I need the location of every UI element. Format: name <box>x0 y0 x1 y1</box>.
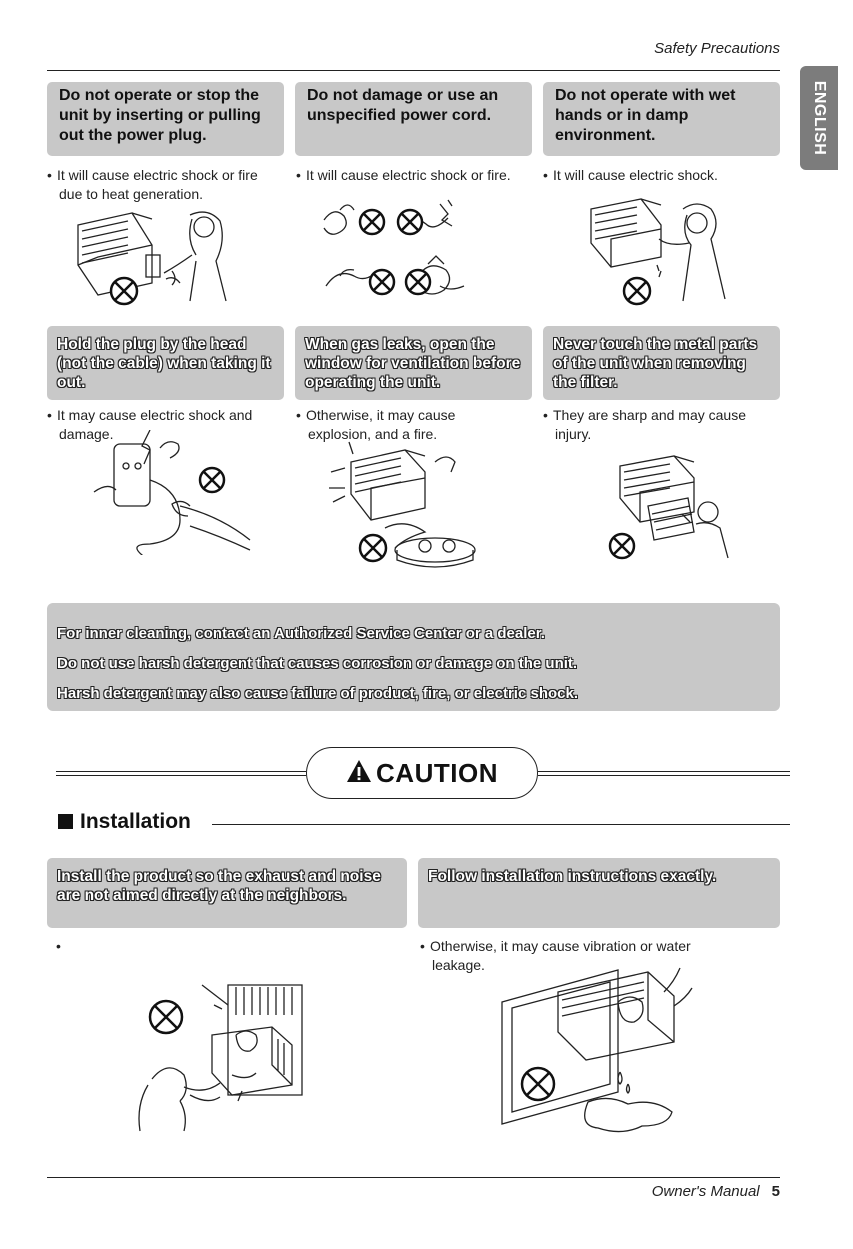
warning-box-metal-parts: Never touch the metal parts of the unit … <box>543 326 780 400</box>
language-tab-label: ENGLISH <box>811 80 828 156</box>
footer-divider <box>47 1177 780 1178</box>
language-tab: ENGLISH <box>800 66 838 170</box>
illustration-wet-hands <box>585 195 745 313</box>
warning-bullet: •It will cause electric shock or fire du… <box>47 167 258 202</box>
illustration-damaged-cord <box>320 190 490 305</box>
warning-bullet: •Otherwise, it may cause explosion, and … <box>296 407 456 442</box>
caution-rule-left <box>56 771 306 772</box>
caution-rule-right <box>538 771 790 772</box>
caution-title: Follow installation instructions exactly… <box>428 868 717 885</box>
warning-title: Do not damage or use an unspecified powe… <box>307 87 499 124</box>
illustration-plug-pull <box>72 205 242 315</box>
warning-triangle-icon <box>346 759 372 788</box>
warning-title: Hold the plug by the head (not the cable… <box>57 336 271 391</box>
illustration-water-leak <box>498 962 698 1140</box>
illustration-exhaust-neighbor <box>132 975 312 1135</box>
warning-bullet: •It will cause electric shock or fire. <box>296 167 511 183</box>
inner-cleaning-box: For inner cleaning, contact an Authorize… <box>47 603 780 711</box>
caution-bullet: •Otherwise, it may cause vibration or wa… <box>420 938 691 973</box>
page-number: 5 <box>771 1183 780 1200</box>
caution-box-follow-instructions: Follow installation instructions exactly… <box>418 858 780 928</box>
inner-cleaning-line-1: For inner cleaning, contact an Authorize… <box>57 625 545 642</box>
warning-title: Never touch the metal parts of the unit … <box>553 336 758 391</box>
caution-box-exhaust-noise: Install the product so the exhaust and n… <box>47 858 407 928</box>
illustration-pull-by-cable <box>90 430 260 555</box>
warning-box-power-plug: Do not operate or stop the unit by inser… <box>47 82 284 156</box>
caution-rule-left <box>56 775 306 776</box>
warning-box-wet-hands: Do not operate with wet hands or in damp… <box>543 82 780 156</box>
warning-box-gas-leak: When gas leaks, open the window for vent… <box>295 326 532 400</box>
warning-bullet: •It will cause electric shock. <box>543 167 718 183</box>
caution-label: CAUTION <box>376 757 498 788</box>
inner-cleaning-line-3: Harsh detergent may also cause failure o… <box>57 685 579 702</box>
illustration-gas-leak <box>325 432 490 572</box>
warning-bullet: •It may cause electric shock and damage. <box>47 407 253 442</box>
caution-banner: CAUTION <box>306 747 538 799</box>
warning-title: When gas leaks, open the window for vent… <box>305 336 521 391</box>
page-footer: Owner's Manual 5 <box>560 1183 780 1200</box>
warning-title: Do not operate or stop the unit by inser… <box>59 87 261 144</box>
warning-title: Do not operate with wet hands or in damp… <box>555 87 736 144</box>
caution-rule-right <box>538 775 790 776</box>
warning-bullet: •They are sharp and may cause injury. <box>543 407 746 442</box>
caution-title: Install the product so the exhaust and n… <box>57 868 381 904</box>
header-divider <box>47 70 780 71</box>
installation-section-title: Installation <box>80 810 191 833</box>
section-divider <box>212 824 790 825</box>
inner-cleaning-line-2: Do not use harsh detergent that causes c… <box>57 655 578 672</box>
caution-bullet: • <box>56 938 61 954</box>
warning-box-hold-plug: Hold the plug by the head (not the cable… <box>47 326 284 400</box>
page-header-title: Safety Precautions <box>654 40 780 57</box>
section-bullet-square <box>58 814 73 829</box>
warning-box-power-cord: Do not damage or use an unspecified powe… <box>295 82 532 156</box>
footer-label: Owner's Manual <box>651 1183 760 1200</box>
illustration-filter-removal <box>598 452 738 564</box>
